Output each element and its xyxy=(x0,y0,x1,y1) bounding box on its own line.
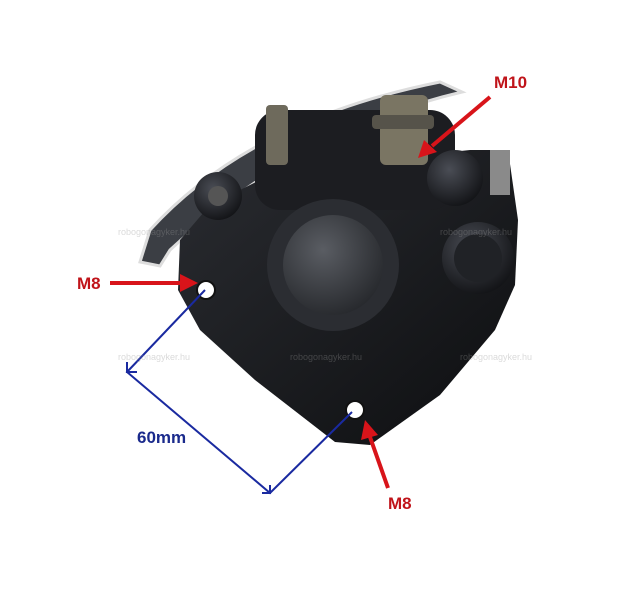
m8-bottom-label: M8 xyxy=(388,494,412,513)
m8-left-label: M8 xyxy=(77,274,101,293)
red-arrows xyxy=(110,95,492,489)
watermark: robogonagyker.hu xyxy=(118,352,191,362)
m10-label: M10 xyxy=(494,73,528,92)
watermark: robogonagyker.hu xyxy=(460,352,533,362)
watermark: robogonagyker.hu xyxy=(440,227,513,237)
piston-cap xyxy=(283,215,383,315)
top-right-boss xyxy=(427,150,483,206)
distance-label: 60mm xyxy=(137,428,187,447)
banjo-bolt xyxy=(380,95,428,165)
bleed-valve xyxy=(266,105,288,165)
dimension-line xyxy=(125,289,353,495)
watermark: robogonagyker.hu xyxy=(118,227,191,237)
right-tab xyxy=(490,150,510,195)
watermark: robogonagyker.hu xyxy=(290,352,363,362)
